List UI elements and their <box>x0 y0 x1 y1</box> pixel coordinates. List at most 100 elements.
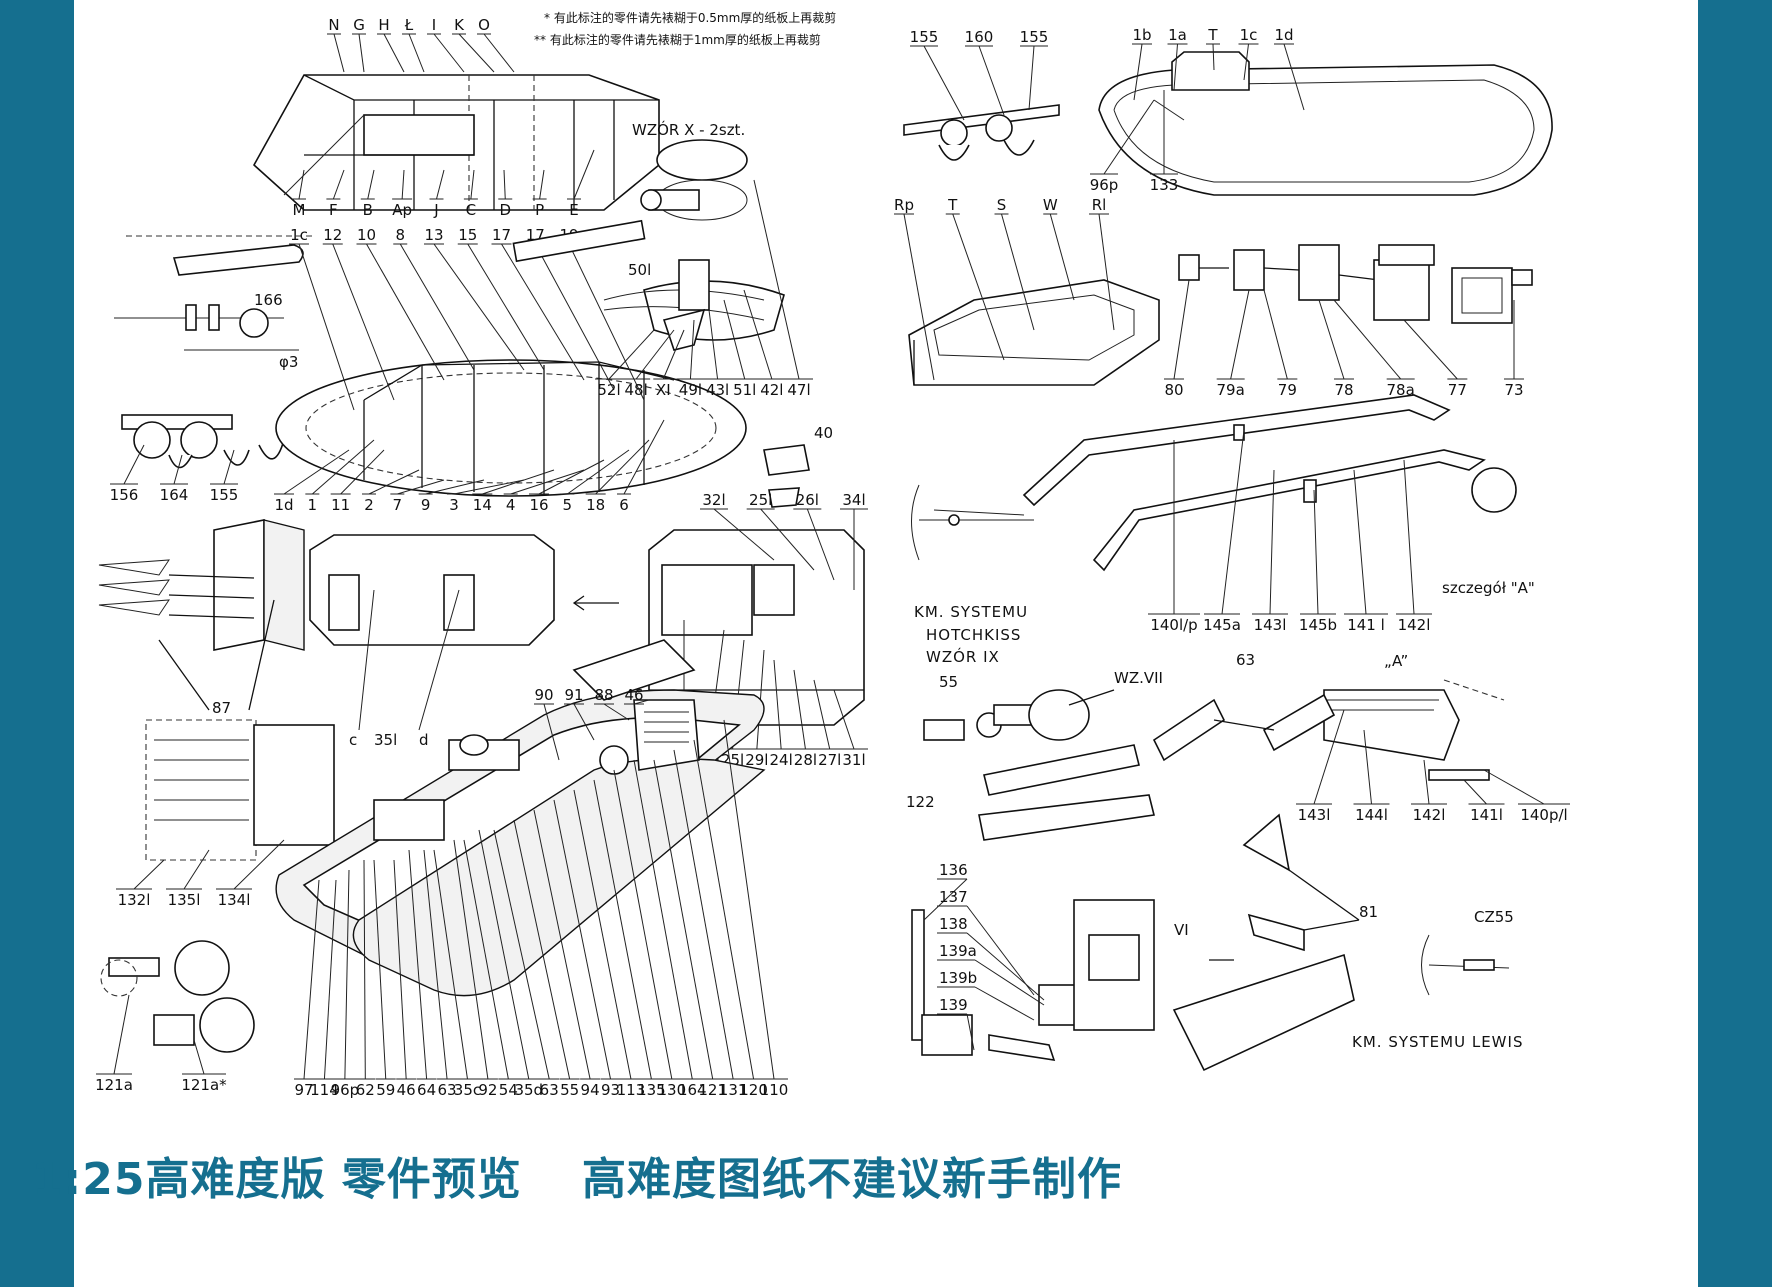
label-63: 63 <box>1236 651 1255 669</box>
part-label-tank-bottom-7: 63 <box>437 1081 456 1099</box>
part-label-clips-4: 78a <box>1387 381 1415 399</box>
label-hotchkiss-3: WZÓR IX <box>926 647 1000 666</box>
part-label-sponson-box-1: 25l <box>749 491 772 509</box>
leader-line <box>493 829 550 1080</box>
labels-sponson-box-bottom: 33l23l25l29l24l28l27l31l <box>670 620 868 769</box>
leader-line <box>368 469 420 495</box>
part-label-clips-6: 73 <box>1504 381 1523 399</box>
part-label-rail-detail-3: 141l <box>1470 806 1503 824</box>
leader-line <box>806 508 835 581</box>
part-label-tank-bottom-20: 121 <box>698 1081 727 1099</box>
leader-line <box>482 469 555 495</box>
leader-line <box>298 243 355 411</box>
part-label-clips-2: 79 <box>1278 381 1297 399</box>
leader-line <box>793 669 806 750</box>
leader-line <box>408 849 428 1080</box>
part-label-hull-bottom-8: E <box>569 201 578 219</box>
part-label-tank-top-2: 88 <box>594 686 613 704</box>
bracket-81 <box>1172 813 1355 1072</box>
part-label-clips-1: 79a <box>1217 381 1245 399</box>
leader-line <box>467 243 545 371</box>
leader-line <box>463 839 509 1080</box>
label-hotchkiss-2: HOTCHKISS <box>926 626 1021 644</box>
leader-line <box>1313 709 1345 805</box>
label-40: 40 <box>814 424 833 442</box>
leader-line <box>183 849 210 890</box>
part-label-sponson-box-bottom-4: 24l <box>770 751 793 769</box>
leader-line <box>573 789 632 1080</box>
part-label-hull-bottom-4: J <box>433 201 438 219</box>
leader-line <box>713 508 775 561</box>
part-label-rail-detail-2: 142l <box>1413 806 1446 824</box>
leader-line <box>283 449 350 495</box>
part-label-tank-side-top2-4: 1d <box>1274 26 1293 44</box>
leader-line <box>173 454 183 485</box>
part-label-sponson-bottom-7: 14 <box>473 496 492 514</box>
part-label-hull-top-0: N <box>328 16 339 34</box>
part-label-sponson-bottom-5: 9 <box>421 496 431 514</box>
part-label-sponson-bottom-3: 2 <box>364 496 374 514</box>
part-label-tank-side-top2-1: 1a <box>1168 26 1187 44</box>
leader-line <box>743 289 773 380</box>
hatch-parts <box>100 940 255 1053</box>
leader-line <box>1403 459 1415 615</box>
leader-line <box>223 449 235 485</box>
leader-line <box>608 329 655 380</box>
part-label-rollers-0: 156 <box>110 486 139 504</box>
assembly-diagram: * 有此标注的零件请先裱糊于0.5mm厚的纸板上再裁剪 ** 有此标注的零件请先… <box>95 10 1570 1099</box>
part-label-rail-detail-4: 140p/l <box>1520 806 1567 824</box>
leader-line <box>1001 213 1035 331</box>
part-label-rails-5: 142l <box>1398 616 1431 634</box>
leader-line <box>501 243 585 381</box>
leader-line <box>323 879 337 1080</box>
part-label-tank-side-top2-2: T <box>1207 26 1218 44</box>
leader-line <box>483 33 515 73</box>
part-label-floor-1: T <box>947 196 958 214</box>
part-label-tank-bottom-18: 130 <box>658 1081 687 1099</box>
part-label-hull-top-2: H <box>378 16 389 34</box>
leader-line <box>568 243 645 401</box>
roller-parts <box>121 414 285 469</box>
part-label-rails-0: 140l/p <box>1150 616 1197 634</box>
label-hotchkiss-1: KM. SYSTEMU <box>914 603 1028 621</box>
label-122: 122 <box>906 793 935 811</box>
leader-line <box>978 45 1005 116</box>
part-label-tank-bottom-10: 54 <box>499 1081 518 1099</box>
leader-line <box>923 45 965 121</box>
sponson-drawing <box>275 359 747 497</box>
leader-line <box>333 33 345 73</box>
leader-line <box>689 319 695 380</box>
leader-line <box>966 932 1045 1001</box>
label-vi: VI <box>1174 921 1189 939</box>
part-label-hatch-1: 121a* <box>181 1076 227 1094</box>
leader-line <box>436 169 445 200</box>
part-label-sponson-bottom-8: 4 <box>506 496 516 514</box>
leader-line <box>813 679 831 750</box>
part-label-sponson-top-5: 15 <box>458 226 477 244</box>
part-label-tank-bottom-15: 93 <box>601 1081 620 1099</box>
leader-line <box>1263 289 1288 380</box>
rail-detail-a <box>1323 679 1505 781</box>
part-label-tank-bottom-3: 62 <box>356 1081 375 1099</box>
part-label-rails-1: 145a <box>1203 616 1241 634</box>
part-label-tank-bottom-1: 114 <box>310 1081 339 1099</box>
leader-line <box>433 243 525 371</box>
leader-line <box>478 829 530 1080</box>
leader-line <box>397 479 445 495</box>
part-label-floor-3: W <box>1043 196 1058 214</box>
part-label-hull-top-6: O <box>478 16 490 34</box>
leader-line <box>923 878 968 921</box>
part-label-clips-3: 78 <box>1334 381 1353 399</box>
part-label-sponson-bottom-10: 5 <box>563 496 573 514</box>
part-label-gun-bottom-0: 52l <box>597 381 620 399</box>
part-label-armor-0: 132l <box>118 891 151 909</box>
part-label-tank-bottom-6: 64 <box>417 1081 436 1099</box>
leader-line <box>567 449 630 495</box>
